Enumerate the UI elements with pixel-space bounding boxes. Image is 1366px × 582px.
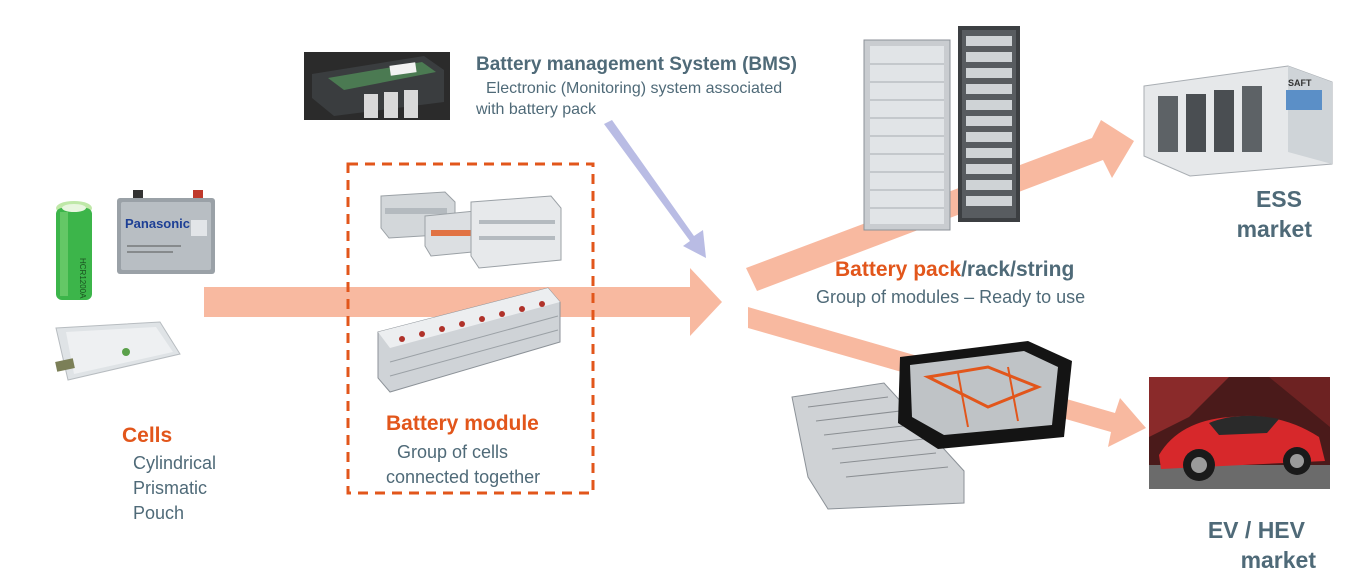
battery-module-stack-image — [377, 287, 561, 393]
bms-description: Electronic (Monitoring) system associate… — [476, 78, 782, 120]
ev-market-label: EV / HEV market — [1190, 515, 1316, 575]
module-dashed-box — [346, 162, 595, 495]
battery-module-image — [380, 191, 562, 269]
pouch-cell-image — [55, 321, 181, 381]
module-description: Group of cells connected together — [386, 440, 540, 490]
panasonic-logo: Panasonic — [125, 216, 190, 231]
ess-label-line2: market — [1236, 216, 1312, 242]
pack-title-suffix: /rack/string — [961, 258, 1075, 281]
bms-board-image — [304, 52, 450, 120]
ev-label-line1: EV / HEV — [1207, 517, 1305, 543]
bms-desc-line2: with battery pack — [476, 101, 597, 118]
ev-car-image — [1149, 377, 1330, 489]
cells-type-list: Cylindrical Prismatic Pouch — [133, 451, 216, 526]
ess-container-image: SAFT — [1143, 65, 1333, 177]
pack-title-main: Battery pack — [835, 258, 962, 281]
main-flow-arrow — [204, 268, 722, 336]
cells-type-cylindrical: Cylindrical — [133, 453, 217, 473]
pack-description: Group of modules – Ready to use — [816, 287, 1086, 307]
cells-type-prismatic: Prismatic — [133, 478, 208, 498]
svg-text:HCR1200A: HCR1200A — [78, 258, 87, 299]
cells-type-pouch: Pouch — [133, 503, 185, 523]
saft-logo: SAFT — [1288, 78, 1312, 88]
module-desc-line2: connected together — [386, 467, 541, 487]
cylindrical-cell-image: HCR1200A — [56, 201, 92, 300]
ess-label-line1: ESS — [1255, 186, 1302, 212]
cells-title: Cells — [122, 424, 173, 447]
module-title: Battery module — [386, 412, 539, 435]
bms-desc-line1: Electronic (Monitoring) system associate… — [486, 80, 783, 97]
bms-title: Battery management System (BMS) — [476, 54, 797, 75]
battery-rack-image — [863, 26, 1020, 231]
module-desc-line1: Group of cells — [397, 442, 509, 462]
bms-flow-arrow — [604, 120, 706, 258]
ev-label-line2: market — [1240, 547, 1316, 573]
prismatic-cell-image: Panasonic — [117, 190, 215, 274]
ev-battery-pack-image — [791, 341, 1072, 510]
pack-title: Battery pack/rack/string — [835, 258, 1074, 282]
ess-market-label: ESS market — [1220, 184, 1312, 244]
